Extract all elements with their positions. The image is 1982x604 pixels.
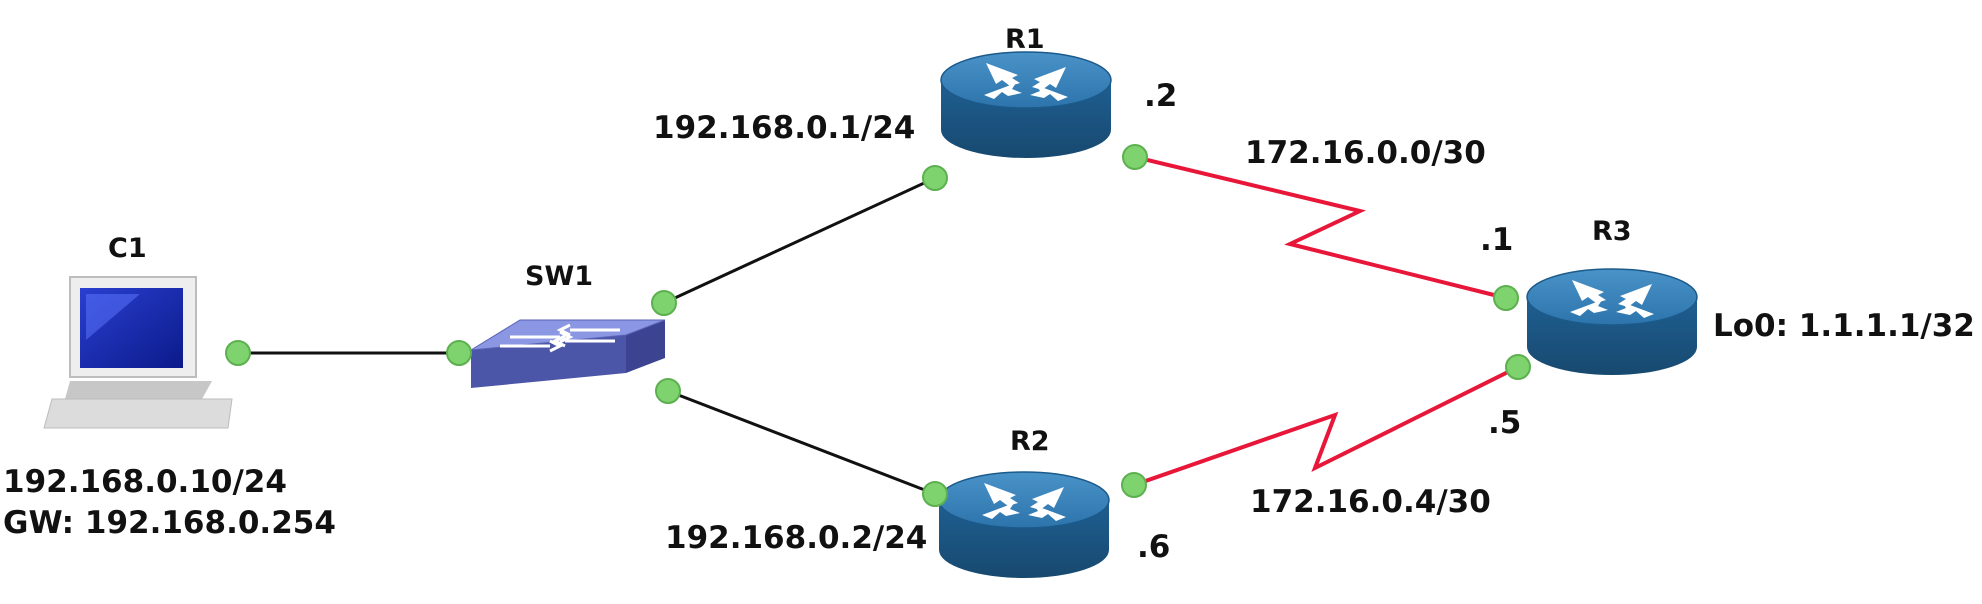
r1-name: R1 [1005, 24, 1045, 55]
r1-wan-ip-label: .2 [1144, 78, 1177, 114]
interface-ports [225, 144, 1531, 507]
r2-name: R2 [1010, 426, 1050, 457]
link-sw1-r2[interactable] [667, 389, 936, 496]
r1-lan-ip-label: 192.168.0.1/24 [653, 110, 915, 146]
port-c1[interactable] [225, 340, 251, 366]
port-r2-lan[interactable] [922, 481, 948, 507]
r2-r3-subnet-label: 172.16.0.4/30 [1250, 484, 1491, 520]
c1-name: C1 [108, 233, 147, 264]
sw1-name: SW1 [525, 261, 593, 292]
c1-ip-label: 192.168.0.10/24 [3, 464, 287, 500]
c1-computer-icon[interactable] [43, 276, 233, 429]
sw1-switch-icon[interactable] [470, 319, 666, 388]
link-sw1-r1[interactable] [663, 176, 936, 305]
port-sw1-c1[interactable] [446, 340, 472, 366]
link-r1-r3-serial[interactable] [1134, 155, 1507, 300]
link-r2-r3-serial[interactable] [1133, 365, 1519, 487]
port-r3-r2[interactable] [1505, 354, 1531, 380]
r3-router-icon[interactable] [1526, 268, 1698, 376]
r3-loopback-label: Lo0: 1.1.1.1/32 [1713, 308, 1975, 344]
r3-r2-ip-label: .5 [1488, 405, 1521, 441]
r1-r3-subnet-label: 172.16.0.0/30 [1245, 135, 1486, 171]
r2-lan-ip-label: 192.168.0.2/24 [665, 520, 927, 556]
port-r3-r1[interactable] [1493, 285, 1519, 311]
port-sw1-r2[interactable] [655, 378, 681, 404]
port-r1-wan[interactable] [1122, 144, 1148, 170]
r2-router-icon[interactable] [938, 471, 1110, 579]
r3-r1-ip-label: .1 [1480, 222, 1513, 258]
port-sw1-r1[interactable] [651, 290, 677, 316]
r2-wan-ip-label: .6 [1137, 529, 1170, 565]
labels: C1 192.168.0.10/24 GW: 192.168.0.254 SW1… [3, 24, 1975, 565]
port-r1-lan[interactable] [922, 165, 948, 191]
port-r2-wan[interactable] [1121, 472, 1147, 498]
c1-gateway-label: GW: 192.168.0.254 [3, 505, 336, 541]
r1-router-icon[interactable] [940, 51, 1112, 159]
r3-name: R3 [1592, 216, 1632, 247]
ethernet-links [238, 176, 936, 496]
serial-links [1133, 155, 1519, 487]
